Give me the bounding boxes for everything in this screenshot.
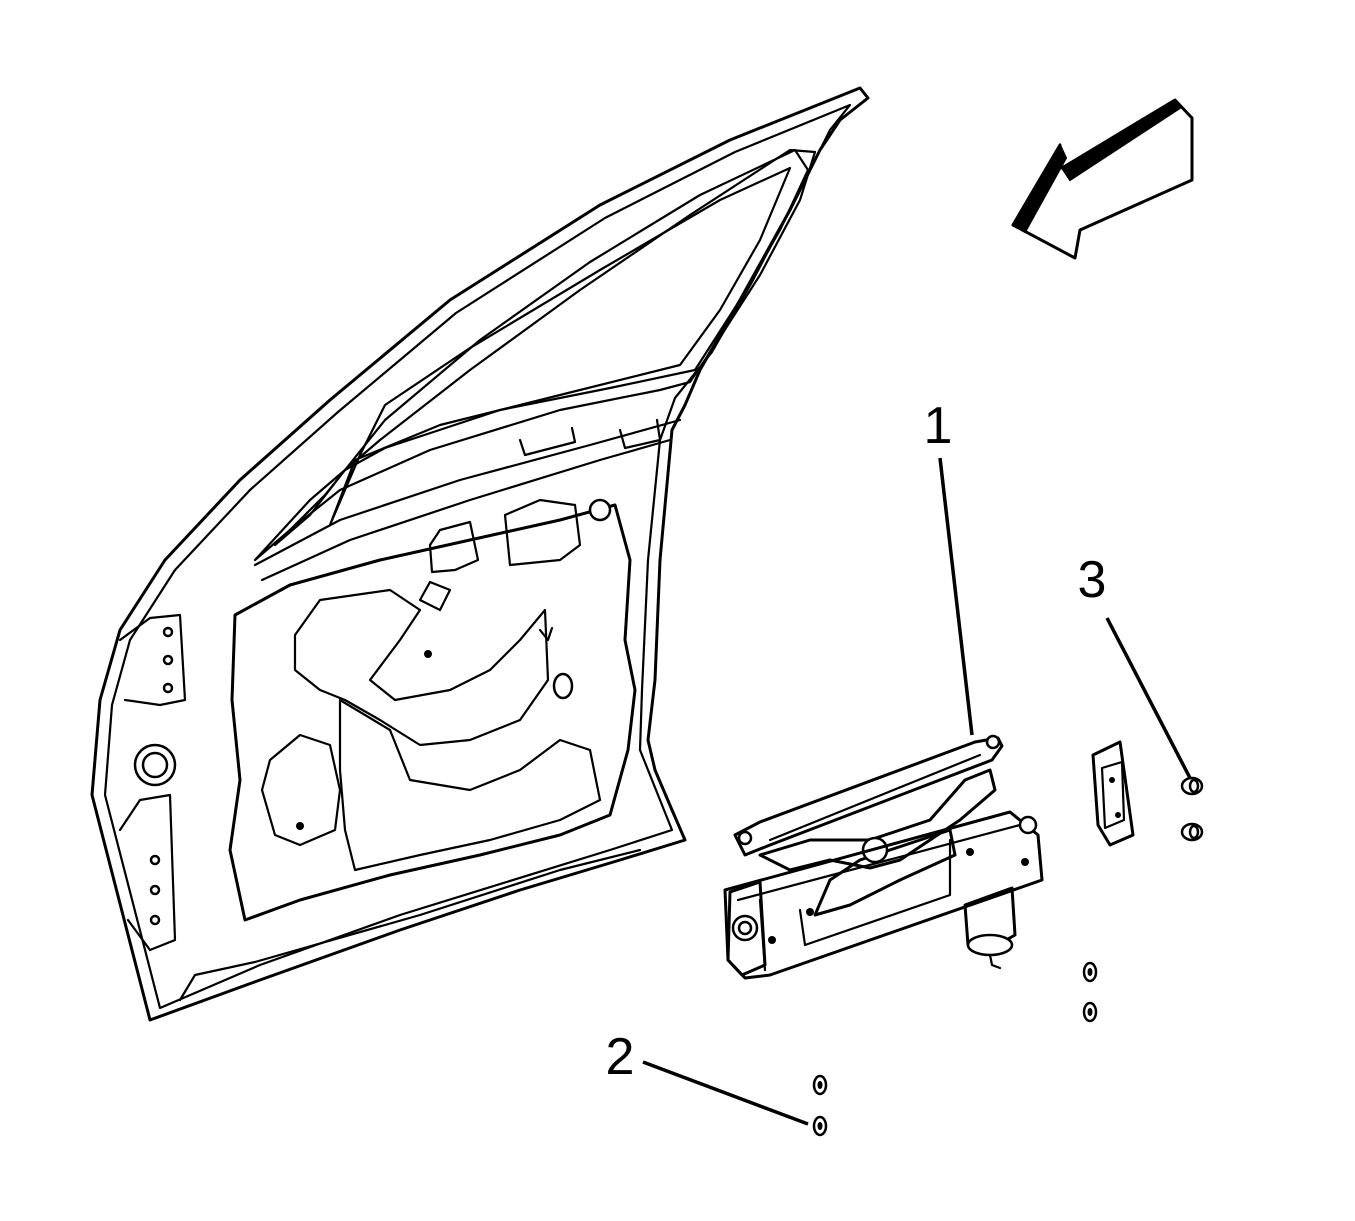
nut-icon	[1082, 1001, 1098, 1023]
nut-icon	[1082, 961, 1098, 983]
door-frame	[90, 86, 870, 1022]
callout-label-1: 1	[924, 397, 953, 455]
callout-2: 2	[606, 1028, 809, 1126]
lower-fasteners	[812, 1074, 828, 1137]
arrow-icon	[1011, 98, 1194, 260]
callout-label-3: 3	[1078, 551, 1107, 609]
nut-icon	[812, 1074, 828, 1096]
leader-line-3	[1105, 617, 1192, 779]
regulator-bracket	[1091, 740, 1135, 847]
window-regulator-assembly	[723, 734, 1044, 980]
callout-1: 1	[924, 397, 974, 736]
mid-fasteners	[1082, 961, 1098, 1023]
bolt-icon	[1180, 822, 1204, 842]
upper-fasteners	[1180, 776, 1204, 842]
callout-3: 3	[1078, 551, 1192, 779]
bolt-icon	[1180, 776, 1204, 796]
leader-line-1	[938, 457, 974, 736]
callout-label-2: 2	[606, 1028, 635, 1086]
leader-line-2	[642, 1060, 809, 1126]
nut-icon	[812, 1115, 828, 1137]
